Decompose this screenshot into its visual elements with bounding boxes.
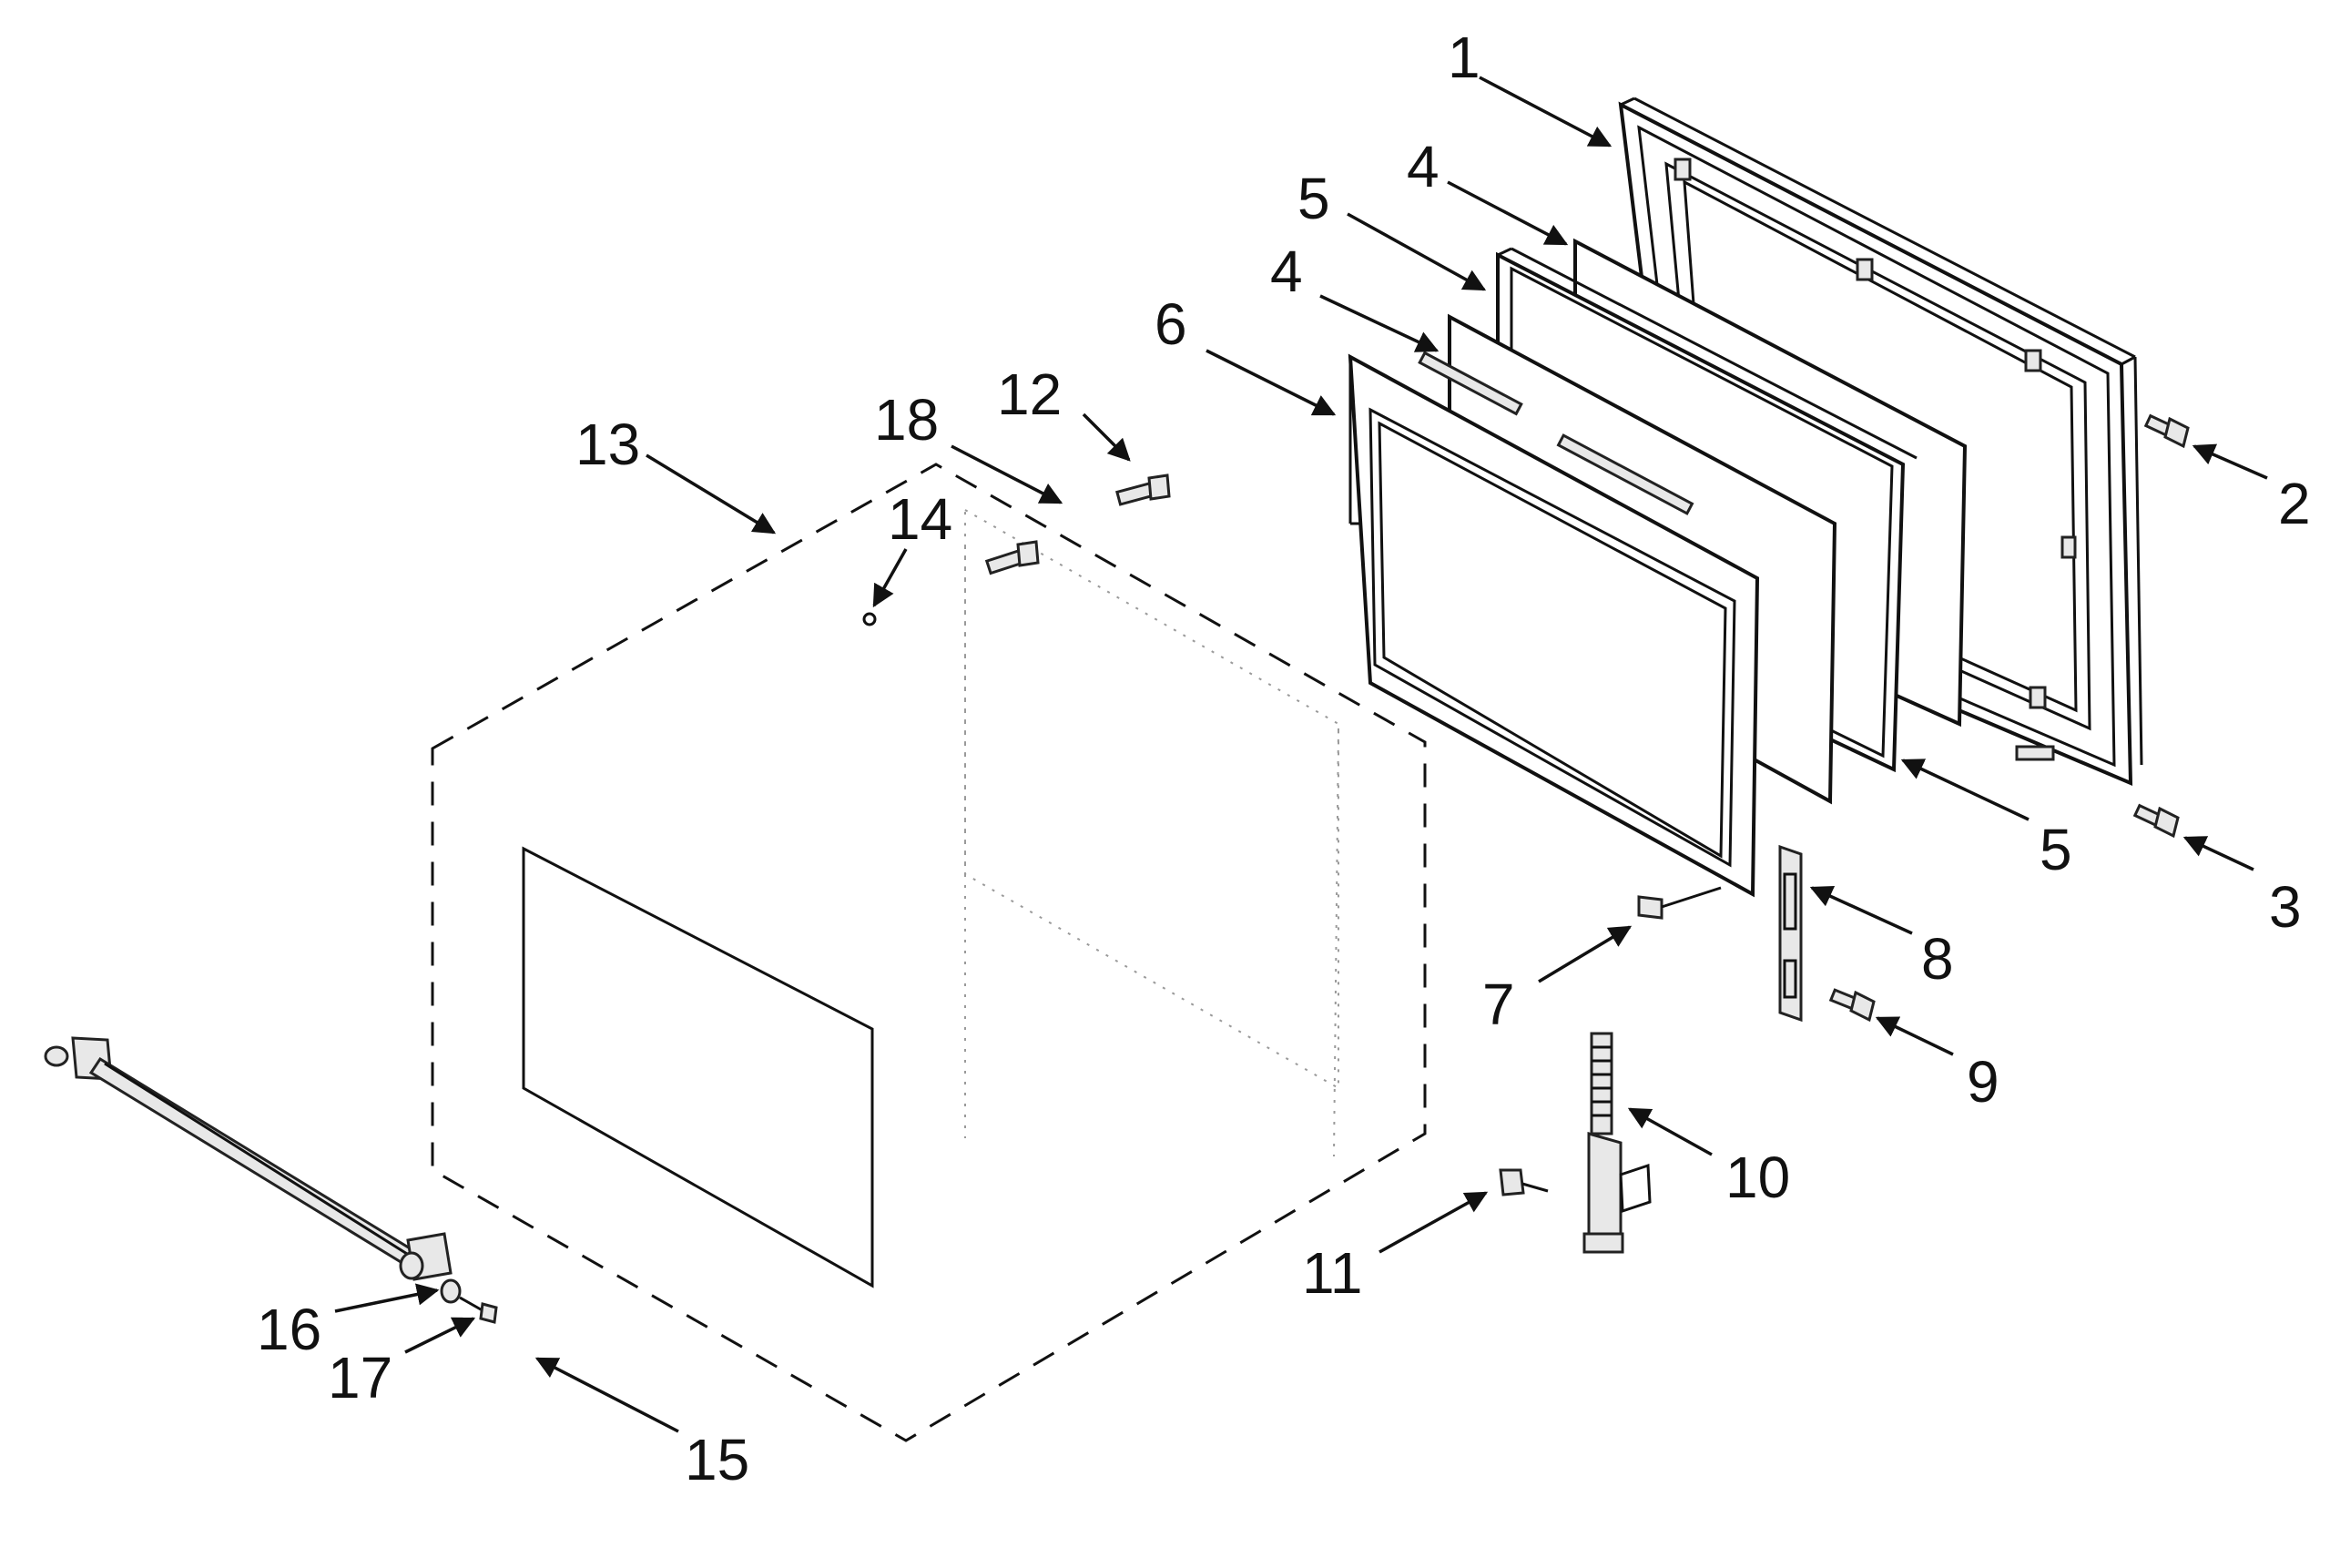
leader-3: [2182, 836, 2254, 871]
callout-11: 11: [1302, 1240, 1362, 1306]
callout-5-lower: 5: [2040, 817, 2072, 882]
leader-16: [334, 1283, 440, 1313]
leader-4b: [1319, 294, 1440, 352]
part-12-screw: [1115, 473, 1171, 506]
part-9-screw: [1828, 988, 1876, 1023]
callout-13: 13: [575, 412, 640, 477]
leader-14: [872, 548, 908, 608]
callout-4-upper: 4: [1407, 134, 1440, 199]
callout-12: 12: [997, 361, 1062, 427]
leader-15: [534, 1357, 679, 1433]
leader-8: [1809, 885, 1913, 935]
part-7-screw: [1637, 886, 1722, 920]
part-10-hinge: [1582, 1032, 1652, 1254]
callout-labels: 1 2 3 4 4 5 5 6 7 8 9 10 11 12 13 14 15 …: [257, 25, 2311, 1492]
leader-5a: [1347, 212, 1487, 291]
part-13-outer-door-panel: [431, 463, 1427, 1442]
callout-3: 3: [2269, 874, 2302, 940]
callout-9: 9: [1967, 1049, 1999, 1115]
part-16-washer: [440, 1278, 462, 1304]
callout-15: 15: [685, 1427, 749, 1492]
leader-13: [646, 453, 777, 535]
callout-2: 2: [2278, 471, 2311, 536]
callout-14: 14: [888, 486, 952, 552]
part-15-door-handle: [44, 1036, 453, 1281]
leader-17: [404, 1317, 476, 1354]
part-11-screw: [1499, 1168, 1549, 1196]
leader-18: [951, 444, 1063, 504]
leader-11: [1379, 1191, 1489, 1254]
callout-6: 6: [1155, 291, 1187, 357]
callout-17: 17: [328, 1345, 392, 1410]
leader-7: [1538, 925, 1633, 983]
callout-16: 16: [257, 1297, 321, 1362]
part-3-screw: [2132, 803, 2180, 839]
callout-leaders: [334, 76, 2268, 1433]
part-14-fastener: [862, 612, 877, 626]
leader-6: [1206, 349, 1337, 416]
callout-10: 10: [1725, 1145, 1790, 1210]
leader-4a: [1447, 180, 1569, 246]
callout-8: 8: [1921, 926, 1954, 992]
leader-5b: [1900, 759, 2030, 821]
leader-12: [1082, 412, 1131, 462]
part-18-screw: [984, 540, 1040, 575]
leader-9: [1875, 1016, 1954, 1056]
callout-18: 18: [874, 387, 939, 453]
part-17-screw: [459, 1296, 498, 1324]
leader-2: [2192, 443, 2268, 480]
callout-5-upper: 5: [1297, 166, 1330, 231]
leader-1: [1479, 76, 1613, 148]
callout-1: 1: [1448, 25, 1480, 90]
leader-10: [1627, 1107, 1713, 1156]
callout-7: 7: [1482, 972, 1515, 1037]
part-8-hinge-bracket: [1778, 844, 1803, 1023]
callout-4-lower: 4: [1270, 239, 1303, 304]
part-6-inner-door-frame: [1348, 351, 1760, 898]
part-2-screw: [2143, 413, 2190, 449]
